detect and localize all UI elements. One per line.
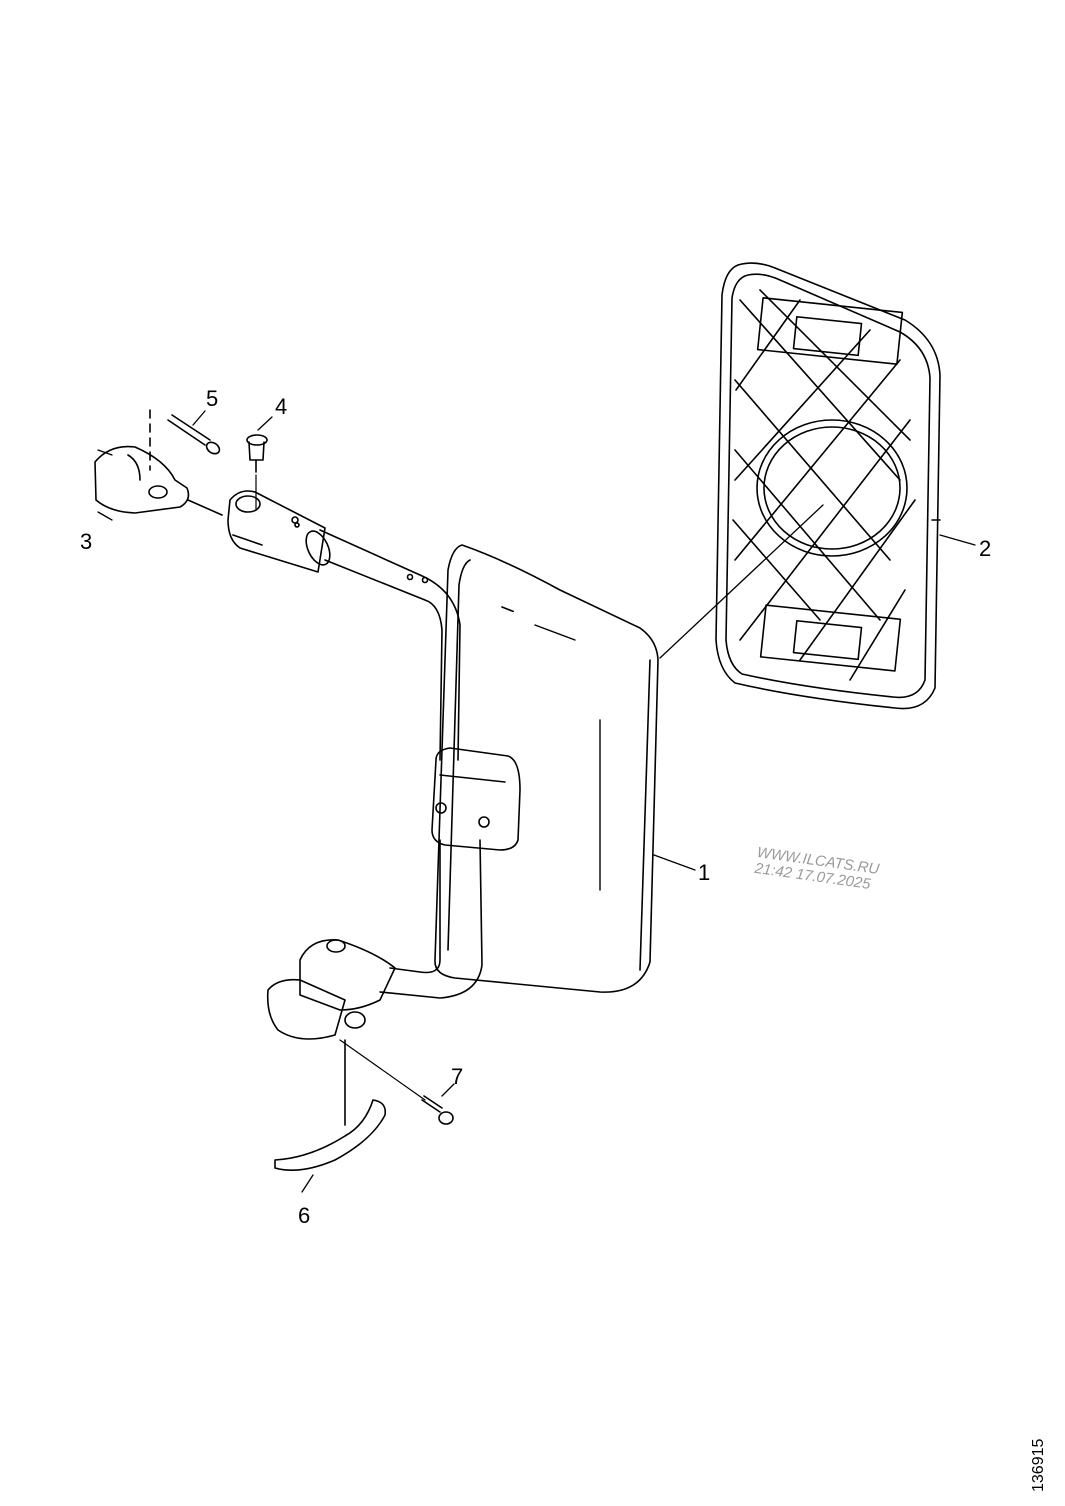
- mirror-back-plate-part-2: [715, 262, 941, 710]
- cover-part-6: [274, 1099, 387, 1171]
- leader-lines: [97, 410, 976, 1193]
- screw-part-7: [421, 1095, 454, 1125]
- mirror-arm: [305, 529, 521, 999]
- short-screw-part-4: [246, 434, 268, 511]
- callout-label-2: 2: [979, 536, 992, 561]
- callout-label-5: 5: [206, 386, 219, 411]
- lower-mount-joint: [266, 939, 426, 1126]
- callout-label-7: 7: [451, 1064, 464, 1089]
- drawing-number: 136915: [1030, 1438, 1047, 1492]
- mirror-housing-part-1: [434, 544, 659, 993]
- base-mount-part-3: [94, 445, 223, 516]
- long-screw-part-5: [149, 409, 221, 471]
- callout-label-6: 6: [298, 1203, 311, 1228]
- upper-clamp-bracket: [227, 490, 326, 573]
- callout-label-3: 3: [80, 529, 93, 554]
- callout-label-1: 1: [698, 860, 711, 885]
- callout-label-4: 4: [275, 394, 288, 419]
